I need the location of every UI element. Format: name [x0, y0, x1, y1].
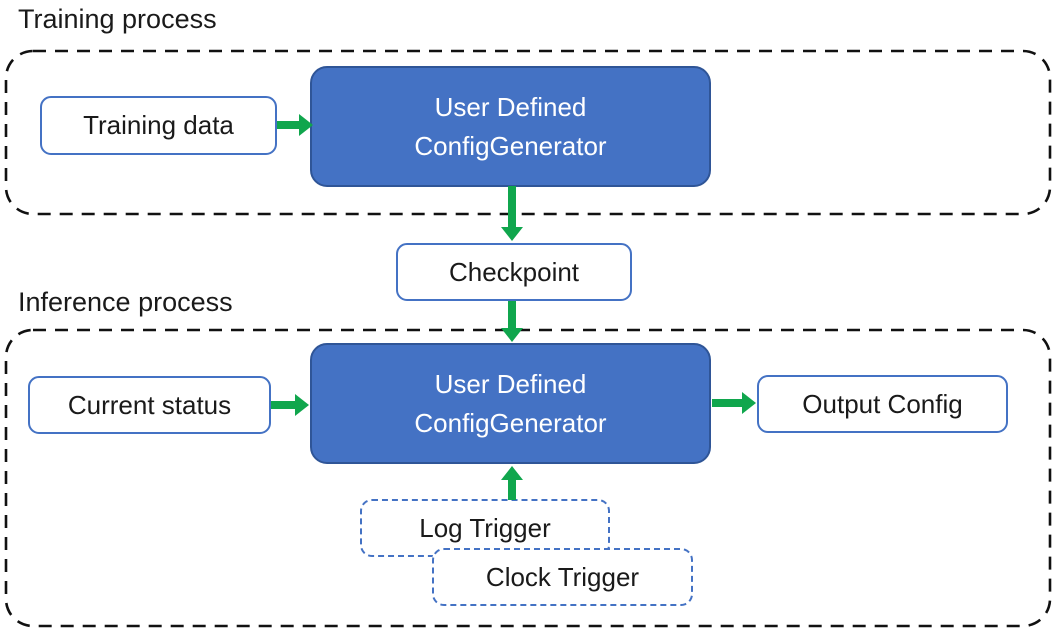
generator-label-line2: ConfigGenerator	[414, 407, 607, 438]
current-status-box: Current status	[28, 376, 271, 434]
clock-trigger-label: Clock Trigger	[485, 561, 640, 592]
checkpoint-box: Checkpoint	[396, 243, 632, 301]
arrow-generator-to-checkpoint-icon	[501, 186, 523, 241]
inference-process-label: Inference process	[18, 287, 233, 317]
training-data-label: Training data	[83, 110, 234, 140]
arrow-training-data-to-generator-icon	[277, 114, 313, 136]
inference-container-border	[4, 328, 1052, 628]
arrow-checkpoint-to-generator-icon	[501, 301, 523, 342]
inference-process-container	[4, 328, 1052, 628]
log-trigger-label: Log Trigger	[419, 512, 551, 543]
inference-config-generator-box: User Defined ConfigGenerator	[310, 343, 711, 464]
output-config-box: Output Config	[757, 375, 1008, 433]
training-config-generator-box: User Defined ConfigGenerator	[310, 66, 711, 187]
arrow-generator-to-output-config-icon	[712, 392, 756, 414]
clock-trigger-box: Clock Trigger	[432, 548, 693, 606]
output-config-label: Output Config	[802, 388, 963, 419]
generator-label-line1: User Defined	[434, 91, 587, 122]
arrow-triggers-to-generator-icon	[501, 466, 523, 500]
log-trigger-box: Log Trigger	[360, 499, 610, 557]
checkpoint-label: Checkpoint	[448, 256, 580, 287]
training-process-container	[4, 49, 1052, 216]
arrow-current-status-to-generator-icon	[271, 394, 309, 416]
generator-label-line1: User Defined	[434, 368, 587, 399]
training-container-border	[4, 49, 1052, 216]
training-data-box: Training data	[40, 96, 277, 155]
current-status-label: Current status	[67, 389, 232, 420]
generator-label-line2: ConfigGenerator	[414, 130, 607, 161]
training-process-label: Training process	[18, 4, 217, 34]
